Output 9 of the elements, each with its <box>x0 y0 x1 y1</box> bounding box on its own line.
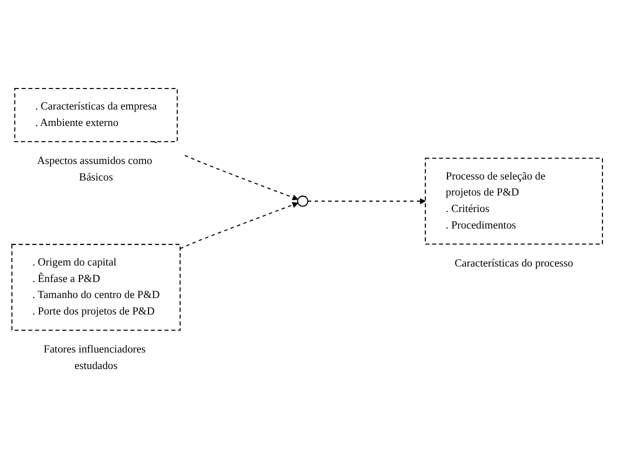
node-label: Fatores influenciadores estudados <box>44 344 146 372</box>
node-circle <box>297 195 308 207</box>
node-box: . Características da empresa . Ambiente externo <box>14 88 178 142</box>
node-box: Processo de seleção de projetos de P&D . Critérios . Procedimentos <box>424 158 603 244</box>
arrow <box>180 202 298 250</box>
node-label: Aspectos assumidos como Básicos <box>37 155 152 184</box>
arrow <box>308 198 426 204</box>
node-box: . Origem do capital . Ênfase a P&D . Tamanho do centro de P&D . Porte dos projetos de P&D <box>11 244 181 331</box>
node-label: Características do processo <box>454 258 574 270</box>
